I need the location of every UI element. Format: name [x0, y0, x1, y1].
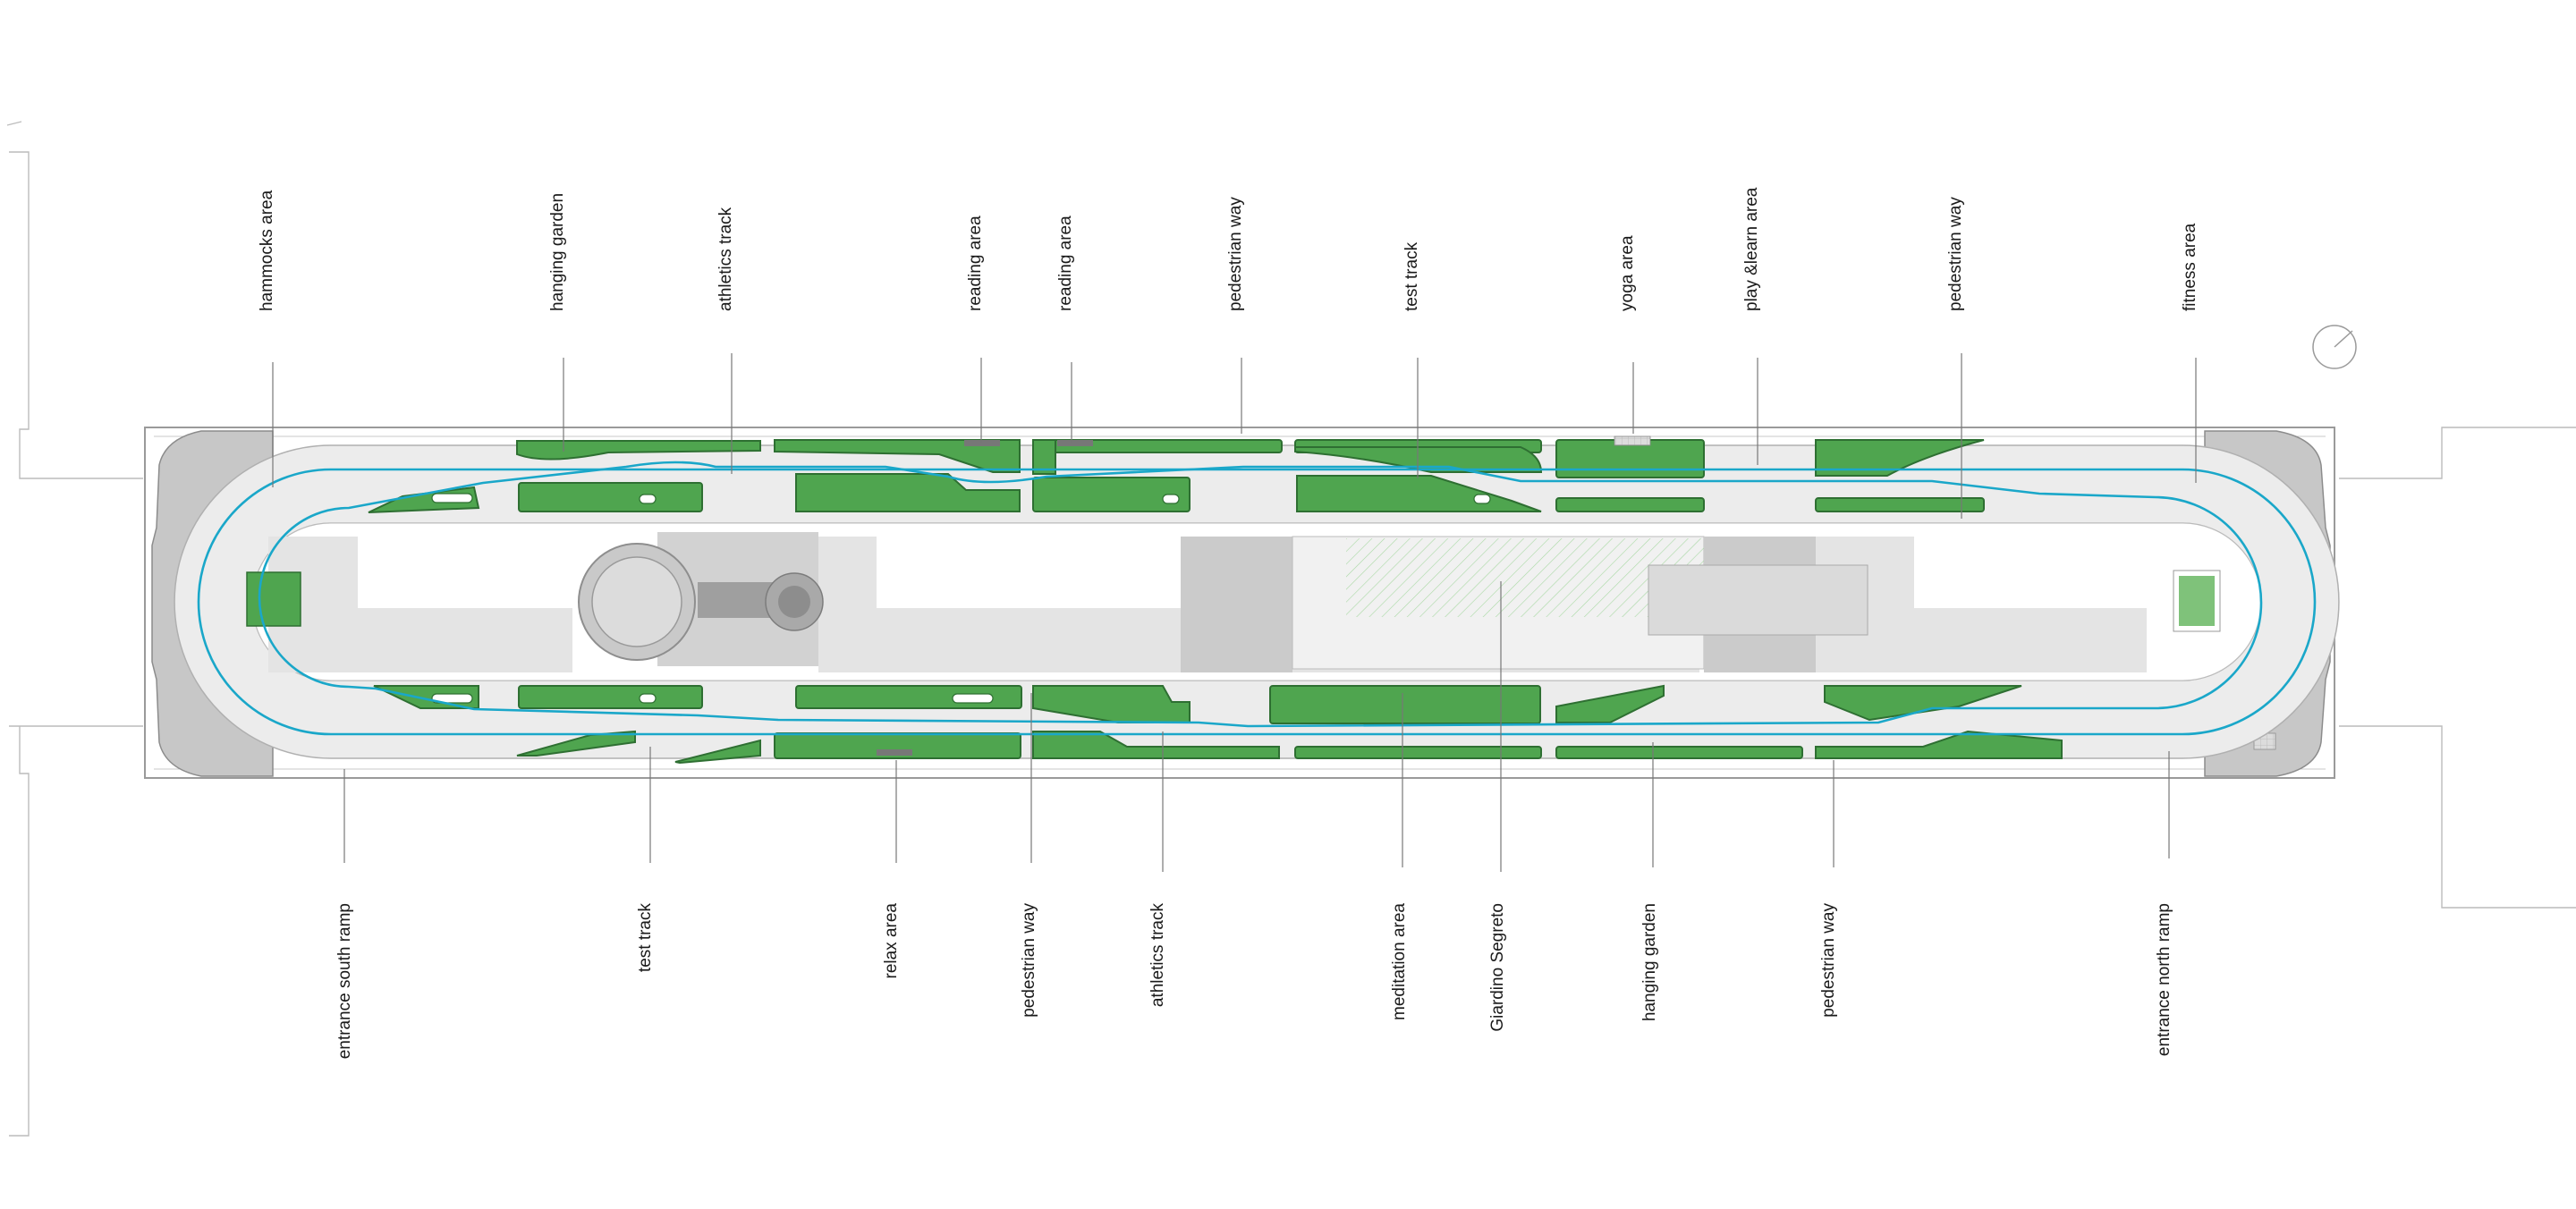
south-lawn: [246, 571, 301, 627]
context-lines: [6, 121, 2576, 1137]
label-bottom-relax-area: relax area: [882, 903, 901, 979]
round-pavilion: [578, 543, 824, 661]
label-bottom-entrance-south-ramp: entrance south ramp: [335, 903, 354, 1059]
label-top-test-track: test track: [1402, 241, 1421, 311]
label-bottom-athletics-track: athletics track: [1148, 903, 1167, 1008]
test-track-line: [197, 468, 2317, 736]
labels-bottom: entrance south ramp test track relax are…: [335, 903, 2174, 1060]
label-top-play-learn-area: play &learn area: [1742, 187, 1761, 311]
label-top-athletics-track: athletics track: [716, 207, 735, 311]
label-top-pedestrian-way-2: pedestrian way: [1946, 197, 1965, 311]
label-bottom-test-track: test track: [636, 903, 655, 973]
leader-lines-top: [272, 353, 2197, 519]
leader-lines-bottom: [343, 581, 2170, 872]
label-top-hammocks-area: hammocks area: [258, 190, 276, 311]
label-bottom-hanging-garden: hanging garden: [1640, 903, 1659, 1021]
label-bottom-meditation-area: meditation area: [1390, 903, 1409, 1020]
planting-beds: [368, 439, 2063, 765]
label-bottom-entrance-north-ramp: entrance north ramp: [2155, 903, 2174, 1056]
grid-details: [877, 435, 1651, 756]
pavilion-roof: [1648, 564, 1868, 636]
label-bottom-pedestrian-way-2: pedestrian way: [1819, 903, 1838, 1018]
label-top-pedestrian-way-1: pedestrian way: [1226, 197, 1245, 311]
label-top-hanging-garden: hanging garden: [548, 193, 567, 311]
label-top-reading-area-2: reading area: [1056, 216, 1075, 311]
north-arrow-icon: [2312, 325, 2357, 369]
deck-edge: [154, 435, 2326, 770]
athletics-track-line: [258, 461, 2263, 728]
structure-block-1: [1181, 537, 1292, 672]
labels-top: hammocks area hanging garden athletics t…: [258, 187, 2199, 311]
label-top-reading-area-1: reading area: [966, 216, 985, 311]
label-top-fitness-area: fitness area: [2181, 223, 2199, 311]
north-fitness-lawn: [2173, 570, 2221, 632]
label-bottom-pedestrian-way-1: pedestrian way: [1020, 903, 1038, 1018]
label-top-yoga-area: yoga area: [1618, 235, 1637, 311]
label-bottom-giardino-segreto: Giardino Segreto: [1488, 903, 1507, 1032]
giardino-hatch: [1346, 538, 1704, 617]
